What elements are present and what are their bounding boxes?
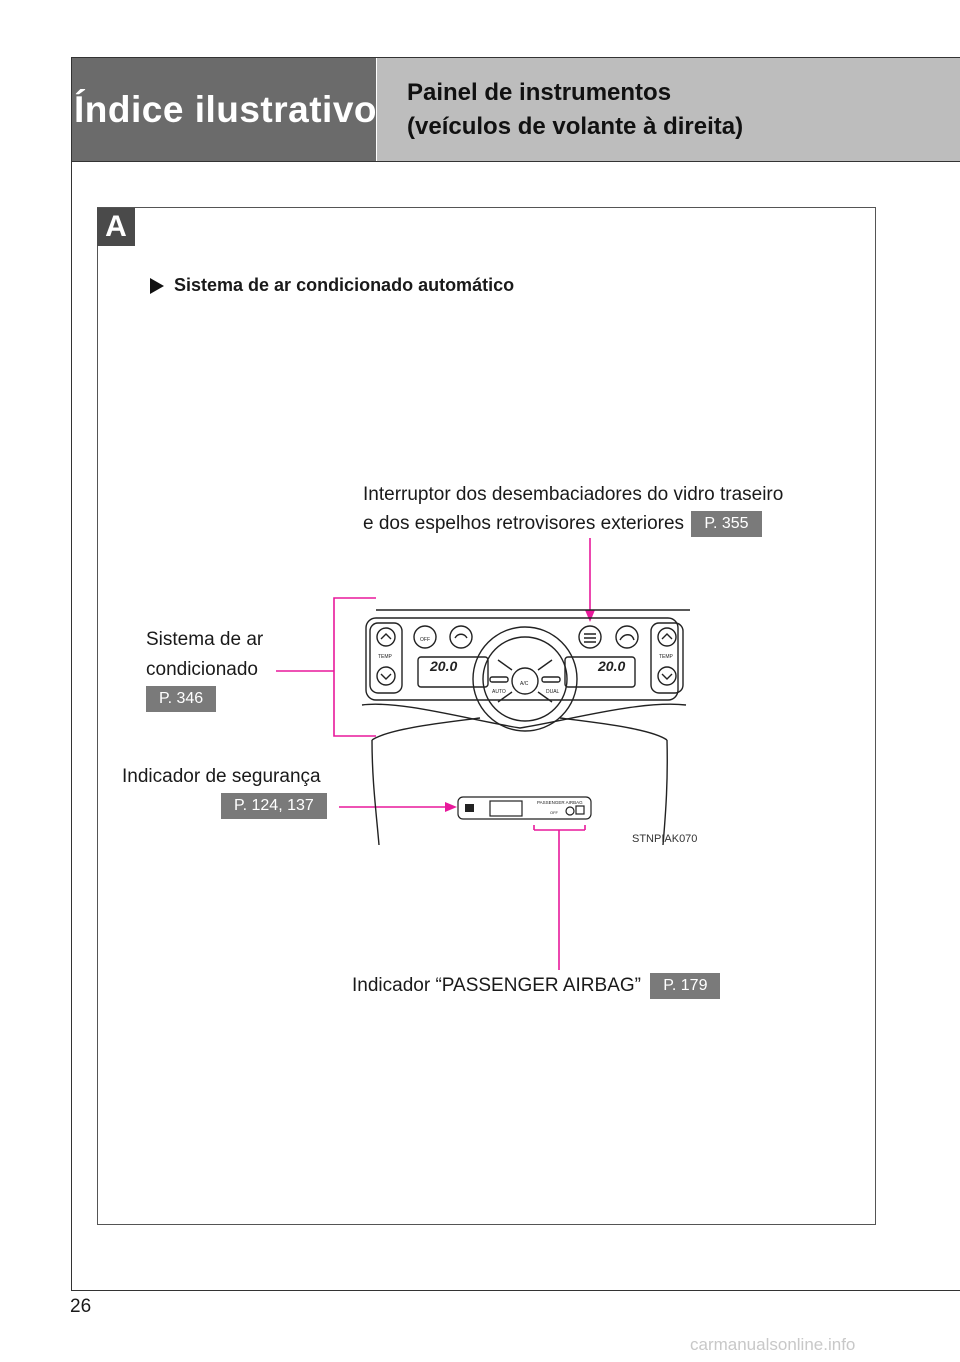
left-display bbox=[417, 656, 489, 688]
indicator-strip bbox=[457, 796, 592, 820]
rear-defogger-button-icon bbox=[578, 625, 602, 649]
subheading: Sistema de ar condicionado automático bbox=[150, 275, 514, 296]
callout-bracket-ac bbox=[333, 597, 376, 737]
svg-text:20.0: 20.0 bbox=[597, 658, 625, 674]
callout-rear-defogger-line1: Interruptor dos desembaciadores do vidro… bbox=[363, 484, 784, 505]
off-button-icon bbox=[413, 625, 437, 649]
temp-readouts: 20.0 20.0 bbox=[429, 658, 625, 674]
callout-ac-line2: condicionado bbox=[146, 659, 258, 680]
svg-text:20.0: 20.0 bbox=[429, 658, 457, 674]
subtitle-line-1: Painel de instrumentos bbox=[407, 79, 672, 106]
figure-code: STNPIAK070 bbox=[632, 833, 698, 845]
panel-body bbox=[361, 609, 690, 846]
panel-labels: TEMP TEMP OFF AUTO A/C DUAL bbox=[378, 637, 674, 695]
callout-rear-defogger-line2: e dos espelhos retrovisores exteriores bbox=[363, 513, 685, 534]
svg-text:TEMP: TEMP bbox=[378, 654, 393, 660]
callout-ac-line1: Sistema de ar bbox=[146, 629, 264, 650]
svg-text:DUAL: DUAL bbox=[546, 689, 560, 695]
callout-airbag: Indicador “PASSENGER AIRBAG” P. 179 bbox=[352, 971, 721, 1001]
callout-security-ref: P. 124, 137 bbox=[221, 793, 327, 819]
subtitle-line-2: (veículos de volante à direita) bbox=[407, 113, 744, 140]
ac-button bbox=[511, 667, 539, 695]
svg-text:OFF: OFF bbox=[420, 637, 430, 643]
right-display bbox=[564, 656, 636, 688]
header-divider bbox=[72, 161, 960, 162]
triangle-bullet-icon bbox=[150, 277, 164, 294]
section-title: Índice ilustrativo bbox=[74, 88, 378, 130]
svg-text:A/C: A/C bbox=[520, 681, 529, 687]
arrow-head-security bbox=[445, 802, 457, 812]
airbag-off-label: OFF bbox=[550, 810, 559, 815]
section-badge: A bbox=[97, 208, 135, 246]
callout-airbag-label: Indicador “PASSENGER AIRBAG” bbox=[352, 975, 641, 996]
page-number: 26 bbox=[70, 1296, 92, 1317]
svg-text:AUTO: AUTO bbox=[492, 689, 506, 695]
page-frame bbox=[71, 57, 960, 1291]
callout-rear-defogger: e dos espelhos retrovisores exteriores P… bbox=[363, 509, 762, 539]
recirculation-button-icon bbox=[615, 625, 639, 649]
airbag-strip-label: PASSENGER AIRBAG bbox=[537, 800, 583, 805]
callout-security-label: Indicador de segurança bbox=[122, 766, 321, 787]
subtitle-bar: Painel de instrumentos (veículos de vola… bbox=[377, 58, 960, 161]
section-title-bar: Índice ilustrativo bbox=[72, 58, 378, 161]
page-ref-rear-defogger[interactable]: P. 355 bbox=[691, 510, 762, 537]
svg-text:TEMP: TEMP bbox=[659, 654, 674, 660]
callout-ac-ref: P. 346 bbox=[146, 686, 217, 712]
security-indicator-icon bbox=[465, 804, 474, 812]
watermark: carmanualsonline.info bbox=[690, 1335, 856, 1354]
page-ref-airbag[interactable]: P. 179 bbox=[650, 972, 721, 999]
central-dial bbox=[472, 626, 578, 732]
callout-lines bbox=[276, 538, 595, 970]
subheading-text: Sistema de ar condicionado automático bbox=[174, 275, 515, 295]
arrow-head-defogger bbox=[585, 610, 595, 622]
front-defogger-button-icon bbox=[449, 625, 473, 649]
page-ref-security[interactable]: P. 124, 137 bbox=[221, 793, 327, 819]
page-ref-ac[interactable]: P. 346 bbox=[146, 686, 217, 712]
section-box bbox=[97, 207, 876, 1225]
